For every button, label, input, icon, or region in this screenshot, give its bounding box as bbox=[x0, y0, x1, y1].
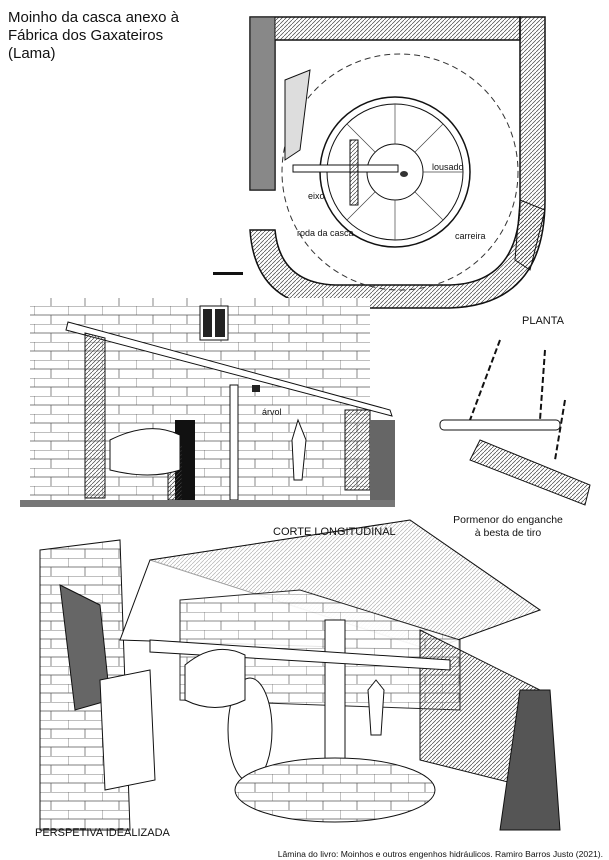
source-caption: Lâmina do livro: Moinhos e outros engenh… bbox=[277, 849, 603, 859]
perspective-drawing bbox=[39, 519, 561, 831]
label-roda-da-casca: roda da casca bbox=[297, 228, 354, 238]
drawing-title: Moinho da casca anexo à Fábrica dos Gaxa… bbox=[8, 9, 179, 63]
detail-caption-line-2: à besta de tiro bbox=[474, 527, 542, 539]
plan-drawing bbox=[213, 16, 546, 309]
label-arvol: árvol bbox=[262, 407, 282, 417]
detail-drawing bbox=[439, 339, 591, 506]
title-line-1: Moinho da casca anexo à bbox=[8, 9, 179, 26]
plan-heading: PLANTA bbox=[522, 315, 564, 327]
label-eixo: eixo bbox=[308, 191, 325, 201]
label-carreira: carreira bbox=[455, 231, 486, 241]
detail-caption: Pormenor do enganche à besta de tiro bbox=[448, 514, 568, 540]
title-line-2: Fábrica dos Gaxateiros bbox=[8, 27, 164, 44]
title-line-3: (Lama) bbox=[8, 45, 56, 62]
perspective-heading: PERSPETIVA IDEALIZADA bbox=[35, 827, 170, 839]
section-heading: CORTE LONGITUDINAL bbox=[273, 526, 396, 538]
label-lousado: lousado bbox=[432, 162, 464, 172]
section-drawing bbox=[20, 298, 395, 507]
detail-caption-line-1: Pormenor do enganche bbox=[453, 514, 563, 526]
